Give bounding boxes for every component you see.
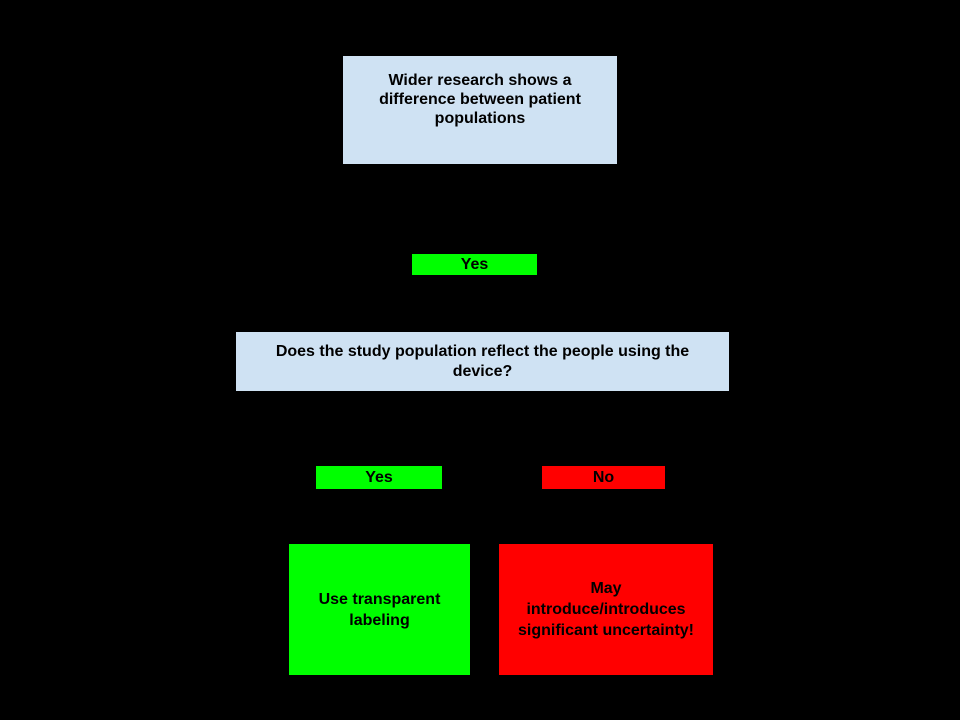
top-yes-branch-label-text: Yes xyxy=(460,255,489,273)
no-branch-label: No xyxy=(542,466,665,489)
yes-outcome-node: Use transparent labeling xyxy=(289,544,470,675)
no-outcome-node-label: May introduce/introduces significant unc… xyxy=(517,580,695,639)
top-yes-branch-label: Yes xyxy=(412,254,537,275)
question-node-label: Does the study population reflect the pe… xyxy=(275,342,690,380)
no-outcome-node: May introduce/introduces significant unc… xyxy=(499,544,713,675)
yes-outcome-node-label: Use transparent labeling xyxy=(318,590,441,629)
premise-node-label: Wider research shows a difference betwee… xyxy=(379,72,581,127)
no-branch-label-text: No xyxy=(592,468,615,486)
yes-branch-label-text: Yes xyxy=(365,468,393,486)
yes-branch-label: Yes xyxy=(316,466,442,489)
premise-node: Wider research shows a difference betwee… xyxy=(343,56,617,164)
question-node: Does the study population reflect the pe… xyxy=(236,332,729,391)
